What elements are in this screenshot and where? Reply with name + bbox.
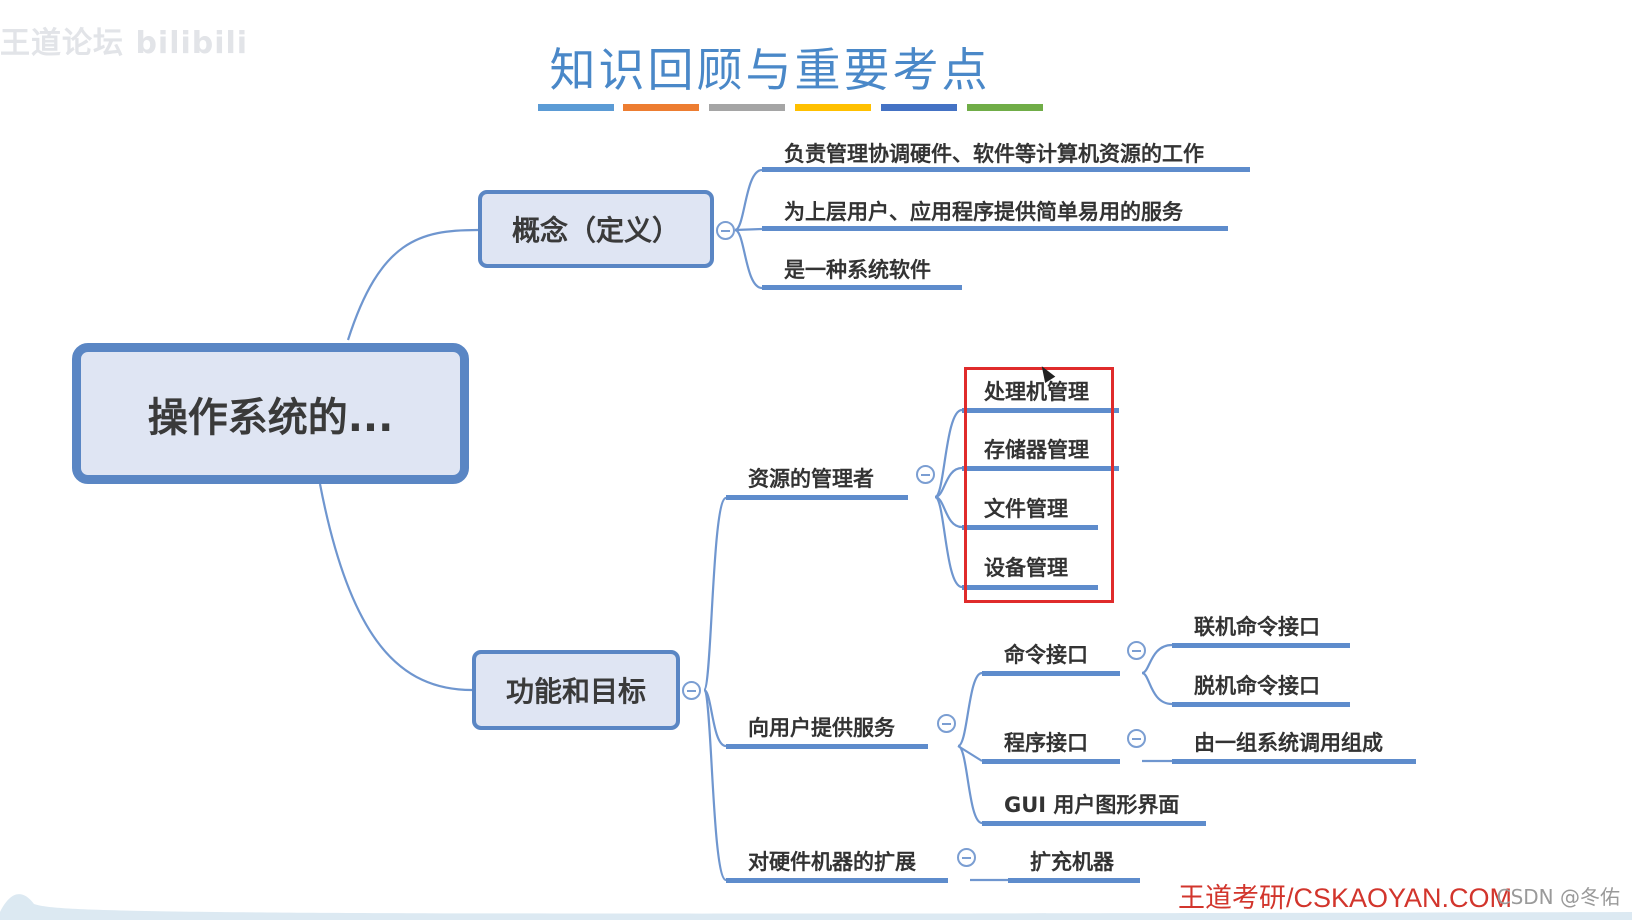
hardware-extension-node[interactable]: 对硬件机器的扩展 [748, 850, 916, 874]
csdn-watermark: CSDN @冬佑 [1496, 885, 1620, 909]
program-interface-node[interactable]: 程序接口 [1004, 731, 1088, 755]
root-node[interactable]: 操作系统的... [72, 343, 469, 484]
leaf-underline [962, 585, 1098, 590]
leaf-underline [726, 495, 908, 500]
leaf-underline [962, 466, 1119, 471]
collapse-toggle-icon[interactable] [1127, 729, 1146, 748]
collapse-toggle-icon[interactable] [937, 714, 956, 733]
leaf-underline [726, 878, 948, 883]
highlight-box [964, 367, 1114, 603]
concept-item: 是一种系统软件 [784, 258, 931, 282]
collapse-toggle-icon[interactable] [1127, 641, 1146, 660]
collapse-toggle-icon[interactable] [716, 221, 735, 240]
title-underline-green [967, 104, 1043, 111]
leaf-underline [982, 671, 1120, 676]
title-underline-gray [709, 104, 785, 111]
program-interface-item: 由一组系统调用组成 [1194, 731, 1383, 755]
resource-manager-node[interactable]: 资源的管理者 [748, 467, 874, 491]
function-node[interactable]: 功能和目标 [472, 650, 680, 730]
title-underline-orange [623, 104, 699, 111]
command-interface-node[interactable]: 命令接口 [1004, 643, 1088, 667]
concept-item: 负责管理协调硬件、软件等计算机资源的工作 [784, 142, 1204, 166]
concept-item: 为上层用户、应用程序提供简单易用的服务 [784, 200, 1183, 224]
command-interface-item: 联机命令接口 [1194, 615, 1320, 639]
leaf-underline [1172, 643, 1350, 648]
resource-item: 设备管理 [984, 556, 1068, 580]
bottom-wave-decoration [0, 894, 1632, 920]
command-interface-item: 脱机命令接口 [1194, 674, 1320, 698]
title-underline-yellow [795, 104, 871, 111]
page-title: 知识回顾与重要考点 [549, 43, 991, 97]
leaf-underline [982, 821, 1206, 826]
bilibili-watermark: 王道论坛 bilibili [0, 26, 249, 61]
leaf-underline [962, 408, 1119, 413]
brand-footer: 王道考研/CSKAOYAN.COM [1177, 883, 1512, 913]
collapse-toggle-icon[interactable] [682, 681, 701, 700]
resource-item: 文件管理 [984, 497, 1068, 521]
hardware-extension-item: 扩充机器 [1030, 850, 1114, 874]
leaf-underline [762, 285, 962, 290]
leaf-underline [726, 744, 928, 749]
title-underline-blue [538, 104, 614, 111]
leaf-underline [1172, 702, 1350, 707]
concept-node[interactable]: 概念（定义） [478, 190, 714, 268]
resource-item: 处理机管理 [984, 380, 1089, 404]
leaf-underline [1008, 878, 1140, 883]
leaf-underline [962, 525, 1098, 530]
user-service-node[interactable]: 向用户提供服务 [748, 716, 895, 740]
collapse-toggle-icon[interactable] [916, 465, 935, 484]
gui-node: GUI 用户图形界面 [1004, 793, 1180, 817]
collapse-toggle-icon[interactable] [957, 848, 976, 867]
resource-item: 存储器管理 [984, 438, 1089, 462]
title-underline-navy [881, 104, 957, 111]
leaf-underline [762, 167, 1250, 172]
leaf-underline [982, 759, 1120, 764]
leaf-underline [1172, 759, 1416, 764]
leaf-underline [762, 226, 1228, 231]
